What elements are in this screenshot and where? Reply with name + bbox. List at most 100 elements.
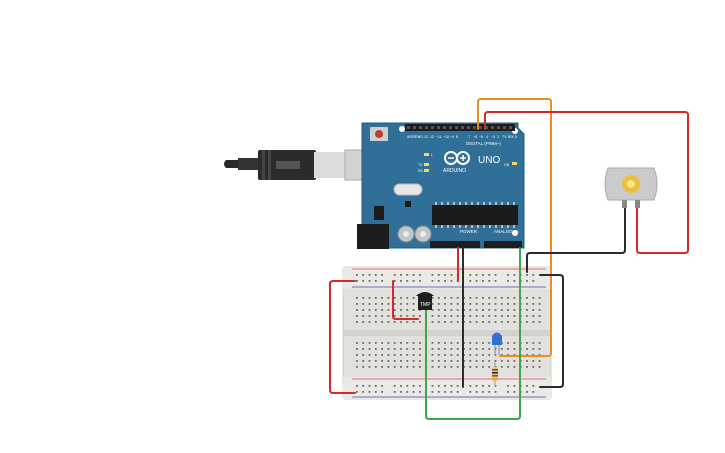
breadboard-hole[interactable] xyxy=(488,321,491,323)
breadboard-hole[interactable] xyxy=(368,342,371,344)
breadboard-hole[interactable] xyxy=(444,321,446,323)
breadboard-hole[interactable] xyxy=(526,315,528,317)
breadboard-hole[interactable] xyxy=(412,354,415,356)
breadboard-hole[interactable] xyxy=(500,360,503,362)
breadboard-hole[interactable] xyxy=(507,354,509,356)
breadboard-hole[interactable] xyxy=(507,297,509,299)
breadboard-hole[interactable] xyxy=(450,309,453,311)
breadboard-hole[interactable] xyxy=(532,342,535,344)
breadboard-hole[interactable] xyxy=(362,280,365,282)
breadboard-hole[interactable] xyxy=(381,297,383,299)
breadboard-hole[interactable] xyxy=(419,354,421,356)
breadboard-hole[interactable] xyxy=(444,315,446,317)
breadboard-hole[interactable] xyxy=(475,303,478,305)
breadboard-hole[interactable] xyxy=(437,297,440,299)
breadboard-hole[interactable] xyxy=(494,274,497,276)
breadboard-hole[interactable] xyxy=(412,274,415,276)
breadboard-hole[interactable] xyxy=(362,342,365,344)
breadboard-hole[interactable] xyxy=(526,280,528,282)
breadboard-hole[interactable] xyxy=(444,354,446,356)
breadboard-hole[interactable] xyxy=(356,342,358,344)
breadboard-hole[interactable] xyxy=(532,366,535,368)
breadboard-hole[interactable] xyxy=(387,297,390,299)
breadboard-hole[interactable] xyxy=(507,315,509,317)
breadboard-hole[interactable] xyxy=(513,274,516,276)
breadboard-hole[interactable] xyxy=(374,342,377,344)
breadboard-hole[interactable] xyxy=(419,391,421,393)
breadboard-hole[interactable] xyxy=(368,315,371,317)
breadboard-hole[interactable] xyxy=(444,366,446,368)
breadboard-hole[interactable] xyxy=(431,303,434,305)
breadboard-hole[interactable] xyxy=(419,342,421,344)
breadboard-hole[interactable] xyxy=(393,360,396,362)
breadboard-hole[interactable] xyxy=(488,360,491,362)
breadboard-hole[interactable] xyxy=(494,297,497,299)
breadboard-hole[interactable] xyxy=(444,342,446,344)
wire-orange[interactable] xyxy=(477,98,552,357)
breadboard-hole[interactable] xyxy=(450,391,453,393)
breadboard-hole[interactable] xyxy=(419,385,421,387)
breadboard-hole[interactable] xyxy=(374,385,377,387)
breadboard-hole[interactable] xyxy=(431,385,434,387)
blue-led[interactable] xyxy=(492,332,502,356)
breadboard-hole[interactable] xyxy=(368,385,371,387)
breadboard-hole[interactable] xyxy=(488,280,491,282)
breadboard-hole[interactable] xyxy=(368,321,371,323)
breadboard-hole[interactable] xyxy=(412,366,415,368)
breadboard-hole[interactable] xyxy=(500,297,503,299)
breadboard-hole[interactable] xyxy=(356,354,358,356)
breadboard-hole[interactable] xyxy=(469,360,472,362)
wire-red-motor[interactable] xyxy=(484,111,689,254)
breadboard-hole[interactable] xyxy=(526,303,528,305)
breadboard-hole[interactable] xyxy=(482,385,484,387)
breadboard-hole[interactable] xyxy=(393,280,396,282)
breadboard-hole[interactable] xyxy=(450,280,453,282)
breadboard-hole[interactable] xyxy=(532,303,535,305)
breadboard-hole[interactable] xyxy=(450,315,453,317)
breadboard-hole[interactable] xyxy=(513,297,516,299)
wire-red-rail-left[interactable] xyxy=(329,280,356,394)
breadboard-hole[interactable] xyxy=(431,274,434,276)
breadboard-hole[interactable] xyxy=(450,385,453,387)
breadboard-hole[interactable] xyxy=(431,354,434,356)
breadboard-hole[interactable] xyxy=(488,309,491,311)
breadboard-hole[interactable] xyxy=(362,315,365,317)
breadboard-hole[interactable] xyxy=(507,280,509,282)
breadboard-hole[interactable] xyxy=(419,280,421,282)
breadboard-hole[interactable] xyxy=(494,280,497,282)
breadboard-hole[interactable] xyxy=(469,315,472,317)
breadboard-hole[interactable] xyxy=(488,297,491,299)
breadboard-hole[interactable] xyxy=(482,303,484,305)
breadboard-hole[interactable] xyxy=(494,315,497,317)
breadboard-hole[interactable] xyxy=(393,354,396,356)
breadboard-hole[interactable] xyxy=(437,274,440,276)
breadboard-hole[interactable] xyxy=(507,391,509,393)
breadboard-hole[interactable] xyxy=(362,309,365,311)
breadboard-hole[interactable] xyxy=(400,321,402,323)
breadboard-hole[interactable] xyxy=(538,321,541,323)
breadboard-hole[interactable] xyxy=(406,280,409,282)
breadboard-hole[interactable] xyxy=(538,366,541,368)
breadboard-hole[interactable] xyxy=(494,309,497,311)
breadboard-hole[interactable] xyxy=(393,348,396,350)
breadboard-hole[interactable] xyxy=(362,385,365,387)
breadboard-hole[interactable] xyxy=(437,342,440,344)
breadboard-hole[interactable] xyxy=(431,297,434,299)
breadboard-hole[interactable] xyxy=(526,321,528,323)
breadboard-hole[interactable] xyxy=(412,297,415,299)
breadboard-hole[interactable] xyxy=(437,315,440,317)
breadboard-hole[interactable] xyxy=(494,321,497,323)
breadboard-hole[interactable] xyxy=(400,391,402,393)
breadboard-hole[interactable] xyxy=(507,309,509,311)
breadboard-hole[interactable] xyxy=(368,354,371,356)
breadboard-hole[interactable] xyxy=(374,315,377,317)
breadboard-hole[interactable] xyxy=(444,391,446,393)
breadboard-hole[interactable] xyxy=(400,366,402,368)
breadboard-hole[interactable] xyxy=(456,391,459,393)
breadboard-hole[interactable] xyxy=(500,315,503,317)
breadboard-hole[interactable] xyxy=(456,360,459,362)
breadboard-hole[interactable] xyxy=(431,360,434,362)
breadboard-hole[interactable] xyxy=(494,303,497,305)
breadboard-hole[interactable] xyxy=(456,385,459,387)
breadboard-hole[interactable] xyxy=(488,303,491,305)
